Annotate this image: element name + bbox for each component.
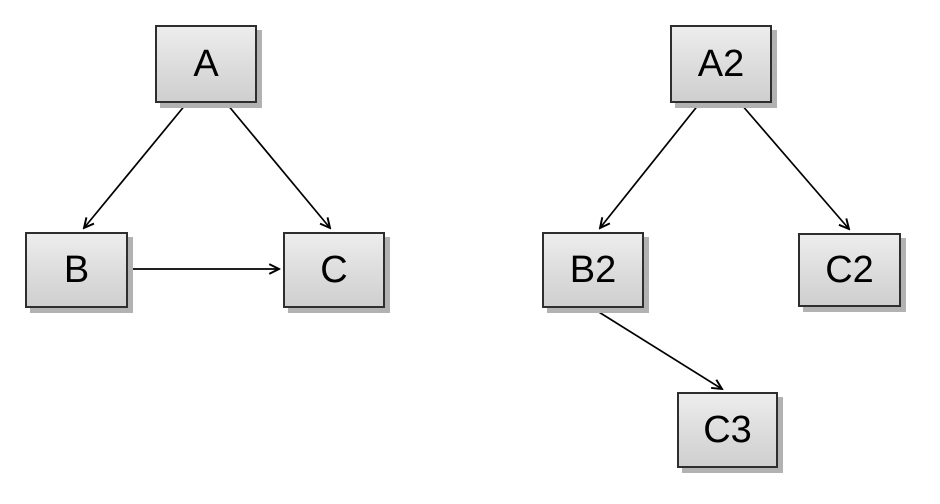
node-C3-label: C3 [703, 409, 752, 451]
node-C-label: C [320, 249, 348, 291]
node-C3: C3 [677, 392, 778, 468]
node-C: C [283, 232, 385, 308]
node-B: B [25, 232, 128, 308]
node-B-label: B [63, 249, 90, 291]
edge-A2-to-B2 [600, 103, 700, 228]
node-A-label: A [193, 43, 219, 85]
edge-B2-to-C3 [593, 308, 722, 389]
node-A2-label: A2 [697, 43, 745, 85]
node-B2-label: B2 [569, 249, 617, 291]
node-C2: C2 [798, 233, 901, 307]
node-A: A [155, 25, 257, 103]
node-B2: B2 [542, 232, 644, 308]
node-C2-label: C2 [825, 249, 874, 291]
edge-A2-to-C2 [740, 103, 849, 229]
edge-A-to-C [226, 103, 330, 228]
edge-A-to-B [84, 103, 187, 228]
node-A2: A2 [670, 25, 772, 103]
